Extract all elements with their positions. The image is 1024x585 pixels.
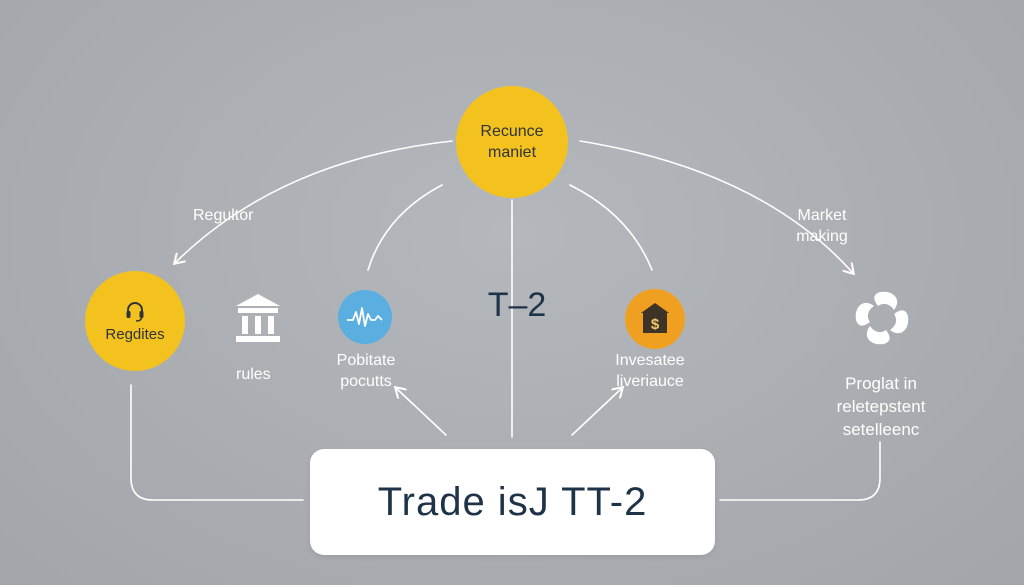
- left-node[interactable]: Regdites: [85, 271, 185, 371]
- arrow-to-potential: [397, 389, 447, 436]
- t2-center-label: T–2: [487, 286, 547, 324]
- bank-icon: [236, 294, 280, 342]
- center-node-line1: Recunce: [480, 123, 544, 140]
- left-bracket: [130, 384, 304, 501]
- right-node-label: Proglat in reletepstent setelleenc: [820, 372, 942, 441]
- trade-box-text: Trade isJ TT-2: [377, 479, 648, 524]
- potential-line2: pocutts: [340, 373, 392, 390]
- investment-line1: Invesatee: [615, 352, 685, 369]
- center-node-line2: maniet: [487, 144, 537, 161]
- market-making-line2: making: [796, 228, 848, 245]
- center-node[interactable]: Recunce maniet: [456, 86, 568, 198]
- headset-icon: [126, 301, 144, 322]
- trade-box[interactable]: Trade isJ TT-2: [310, 449, 715, 555]
- potential-line1: Pobitate: [336, 352, 396, 369]
- right-node-line3: setelleenc: [842, 420, 920, 439]
- market-making-label: Market making: [782, 205, 862, 247]
- rules-label: rules: [236, 366, 271, 383]
- right-node-line1: Proglat in: [845, 374, 917, 393]
- investment-node[interactable]: $: [625, 289, 685, 349]
- potential-node[interactable]: [338, 290, 392, 344]
- left-node-label: Regdites: [105, 325, 165, 343]
- market-making-line1: Market: [797, 207, 847, 224]
- right-bracket: [719, 441, 881, 501]
- regulator-label: Regultor: [193, 207, 254, 224]
- regulator-connector: [176, 140, 453, 262]
- right-node-line2: reletepstent: [836, 397, 926, 416]
- pulse-icon: [347, 307, 383, 327]
- market-making-connector: [579, 140, 852, 272]
- svg-text:$: $: [651, 316, 660, 333]
- potential-label: Pobitate pocutts: [326, 350, 406, 392]
- investment-label: Invesatee liveriauce: [606, 350, 694, 392]
- arrow-to-investment: [571, 389, 621, 436]
- bank-dollar-icon: $: [641, 303, 669, 333]
- inner-left-arc: [367, 184, 443, 271]
- inner-right-arc: [569, 184, 653, 271]
- swirl-icon: [855, 291, 909, 345]
- investment-line2: liveriauce: [616, 373, 684, 390]
